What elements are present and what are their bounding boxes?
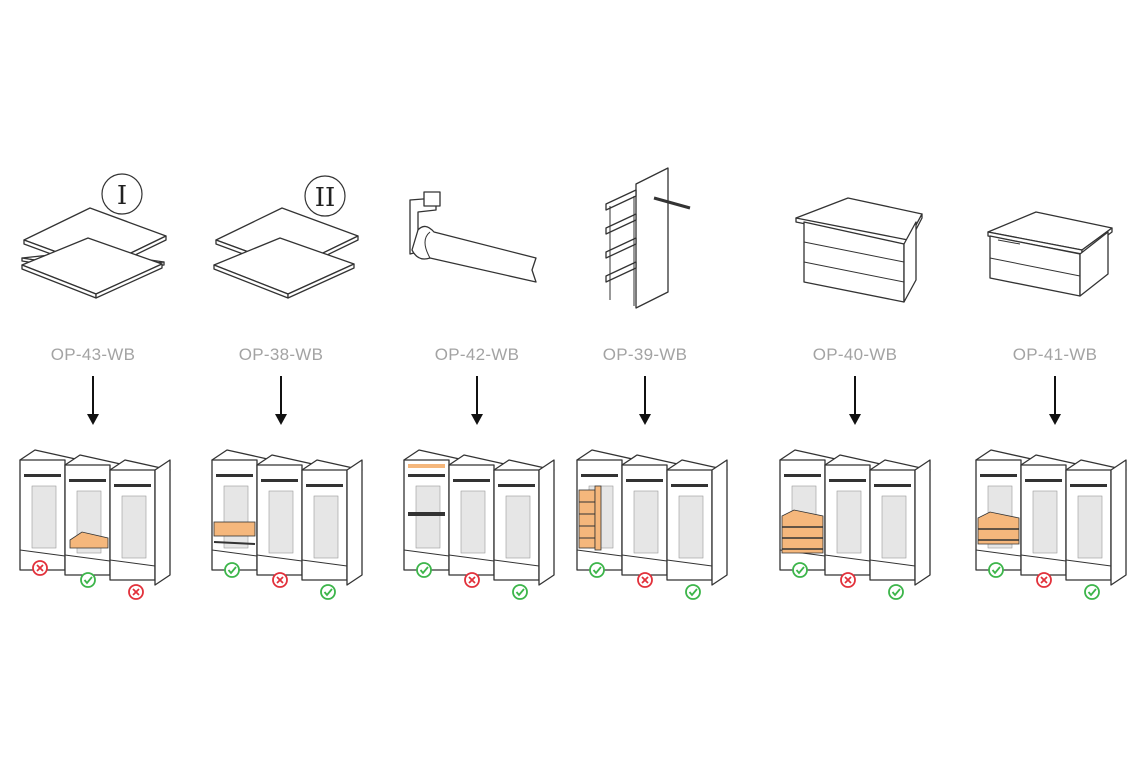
product-code-label: OP-41-WB bbox=[1013, 345, 1098, 364]
check-icon bbox=[512, 584, 528, 600]
check-icon bbox=[224, 562, 240, 578]
numeral-label: II bbox=[315, 183, 336, 213]
wardrobe-diagram bbox=[211, 449, 363, 600]
highlighted-accessory bbox=[408, 464, 445, 468]
numeral-circle bbox=[304, 175, 346, 217]
column-op-41-wb: OP-41-WB bbox=[975, 345, 1127, 600]
numeral-circle bbox=[101, 173, 143, 215]
wardrobe-diagram bbox=[779, 449, 931, 600]
highlighted-accessory bbox=[213, 521, 256, 537]
product-code-label: OP-38-WB bbox=[239, 345, 324, 364]
product-code-label: OP-42-WB bbox=[435, 345, 520, 364]
cross-icon bbox=[272, 572, 288, 588]
cross-icon bbox=[464, 572, 480, 588]
highlighted-accessory bbox=[781, 509, 824, 554]
wardrobe-diagram bbox=[975, 449, 1127, 600]
product-shelves-2: II bbox=[213, 175, 359, 299]
column-op-38-wb: OP-38-WB bbox=[211, 345, 363, 600]
check-icon bbox=[589, 562, 605, 578]
product-code-label: OP-43-WB bbox=[51, 345, 136, 364]
numeral-label: I bbox=[117, 181, 127, 211]
check-icon bbox=[988, 562, 1004, 578]
check-icon bbox=[1084, 584, 1100, 600]
column-op-43-wb: OP-43-WB bbox=[19, 345, 171, 600]
highlighted-accessory bbox=[977, 511, 1020, 545]
product-drawer-unit-2 bbox=[987, 211, 1113, 297]
product-drawer-unit-3 bbox=[795, 197, 923, 303]
check-icon bbox=[888, 584, 904, 600]
arrow-down-icon bbox=[849, 376, 861, 425]
product-code-label: OP-39-WB bbox=[603, 345, 688, 364]
column-op-39-wb: OP-39-WB bbox=[576, 345, 728, 600]
column-op-42-wb: OP-42-WB bbox=[403, 345, 555, 600]
highlighted-accessory bbox=[69, 531, 109, 549]
arrow-down-icon bbox=[1049, 376, 1061, 425]
arrow-down-icon bbox=[639, 376, 651, 425]
column-op-40-wb: OP-40-WB bbox=[779, 345, 931, 600]
wardrobe-diagram bbox=[19, 449, 171, 600]
check-icon bbox=[80, 572, 96, 588]
product-shelf-unit bbox=[605, 167, 691, 309]
arrow-down-icon bbox=[471, 376, 483, 425]
cross-icon bbox=[32, 560, 48, 576]
arrow-down-icon bbox=[87, 376, 99, 425]
wardrobe-diagram bbox=[576, 449, 728, 600]
product-code-label: OP-40-WB bbox=[813, 345, 898, 364]
cross-icon bbox=[840, 572, 856, 588]
arrow-down-icon bbox=[275, 376, 287, 425]
product-hanging-rail bbox=[409, 191, 537, 283]
check-icon bbox=[416, 562, 432, 578]
cross-icon bbox=[128, 584, 144, 600]
check-icon bbox=[792, 562, 808, 578]
product-shelves-1: I bbox=[21, 173, 167, 299]
cross-icon bbox=[1036, 572, 1052, 588]
check-icon bbox=[685, 584, 701, 600]
cross-icon bbox=[637, 572, 653, 588]
highlighted-accessory bbox=[578, 489, 596, 549]
check-icon bbox=[320, 584, 336, 600]
wardrobe-diagram bbox=[403, 449, 555, 600]
